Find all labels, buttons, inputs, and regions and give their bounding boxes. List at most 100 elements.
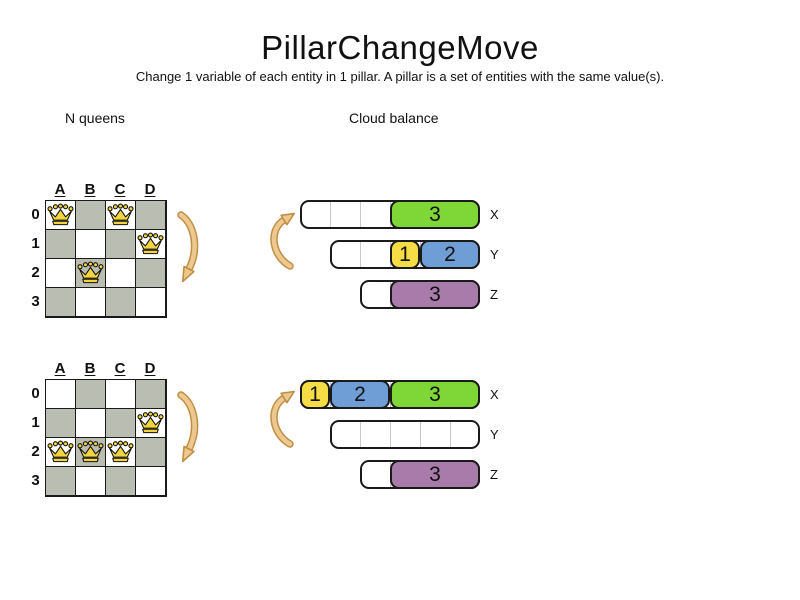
curved-arrow-down-icon [172,211,202,292]
capacity-tick [450,422,451,447]
board-cell-d3 [136,288,166,317]
row-label-0: 0 [31,206,40,223]
column-label-b: B [84,181,96,198]
board-cell-d2 [136,438,166,467]
row-label-1: 1 [31,235,40,252]
board-cell-b1 [76,230,106,259]
board-cell-c1 [106,230,136,259]
computer-label-x: X [490,207,499,222]
process-block: 3 [390,200,480,229]
queen-icon [77,261,104,284]
process-block: 2 [330,380,390,409]
queen-icon [47,203,74,226]
board-cell-b3 [76,288,106,317]
queen-icon [137,411,164,434]
computer-row-y: Y [300,420,530,449]
board-cell-a1 [46,230,76,259]
curved-arrow-up-icon [266,210,302,275]
row-label-2: 2 [31,264,40,281]
board-cell-c3 [106,288,136,317]
board-cell-c2 [106,438,136,467]
page-subtitle: Change 1 variable of each entity in 1 pi… [135,69,665,84]
computer-capacity-box: 3 [360,460,480,489]
queen-icon [137,232,164,255]
board-cell-c0 [106,380,136,409]
board-cell-a1 [46,409,76,438]
section-label-cloud-balance: Cloud balance [349,110,439,126]
board-cell-a0 [46,201,76,230]
computer-label-x: X [490,387,499,402]
curved-arrow-up-icon [266,388,302,453]
process-block: 1 [390,240,420,269]
board-cell-b0 [76,201,106,230]
computer-capacity-box: 3 [300,200,480,229]
board-cell-d3 [136,467,166,496]
process-block: 3 [390,380,480,409]
board-cell-d1 [136,409,166,438]
board-cell-b1 [76,409,106,438]
capacity-tick [360,242,361,267]
board-cell-a0 [46,380,76,409]
process-block: 3 [390,460,480,489]
board-cell-b3 [76,467,106,496]
column-label-c: C [114,360,126,377]
computer-label-z: Z [490,467,498,482]
column-label-d: D [144,360,156,377]
board-cell-a3 [46,288,76,317]
board-cell-d1 [136,230,166,259]
queen-icon [77,440,104,463]
column-label-b: B [84,360,96,377]
queen-icon [47,440,74,463]
page-title: PillarChangeMove [261,29,539,66]
board-cell-d2 [136,259,166,288]
column-label-c: C [114,181,126,198]
capacity-tick [420,422,421,447]
board-cell-b2 [76,438,106,467]
capacity-tick [330,202,331,227]
board-cell-c2 [106,259,136,288]
row-label-0: 0 [31,385,40,402]
board-cell-a2 [46,438,76,467]
board-cell-a2 [46,259,76,288]
board-cell-d0 [136,380,166,409]
row-label-3: 3 [31,293,40,310]
queen-icon [107,440,134,463]
board-cell-c3 [106,467,136,496]
queens-board-before: A B C D 0 1 2 3 [28,181,170,323]
process-block: 3 [390,280,480,309]
board-cell-b0 [76,380,106,409]
board-cell-d0 [136,201,166,230]
row-label-3: 3 [31,472,40,489]
capacity-tick [360,202,361,227]
computer-capacity-box [330,420,480,449]
capacity-tick [390,422,391,447]
computer-label-y: Y [490,247,499,262]
column-label-a: A [54,360,66,377]
column-label-a: A [54,181,66,198]
board-cell-a3 [46,467,76,496]
process-block: 1 [300,380,330,409]
capacity-tick [360,422,361,447]
computer-label-y: Y [490,427,499,442]
board-grid [45,379,167,497]
process-block: 2 [420,240,480,269]
board-cell-c0 [106,201,136,230]
section-label-nqueens: N queens [65,110,125,126]
computer-label-z: Z [490,287,498,302]
board-cell-b2 [76,259,106,288]
curved-arrow-down-icon [172,391,202,472]
row-label-2: 2 [31,443,40,460]
column-label-d: D [144,181,156,198]
board-cell-c1 [106,409,136,438]
